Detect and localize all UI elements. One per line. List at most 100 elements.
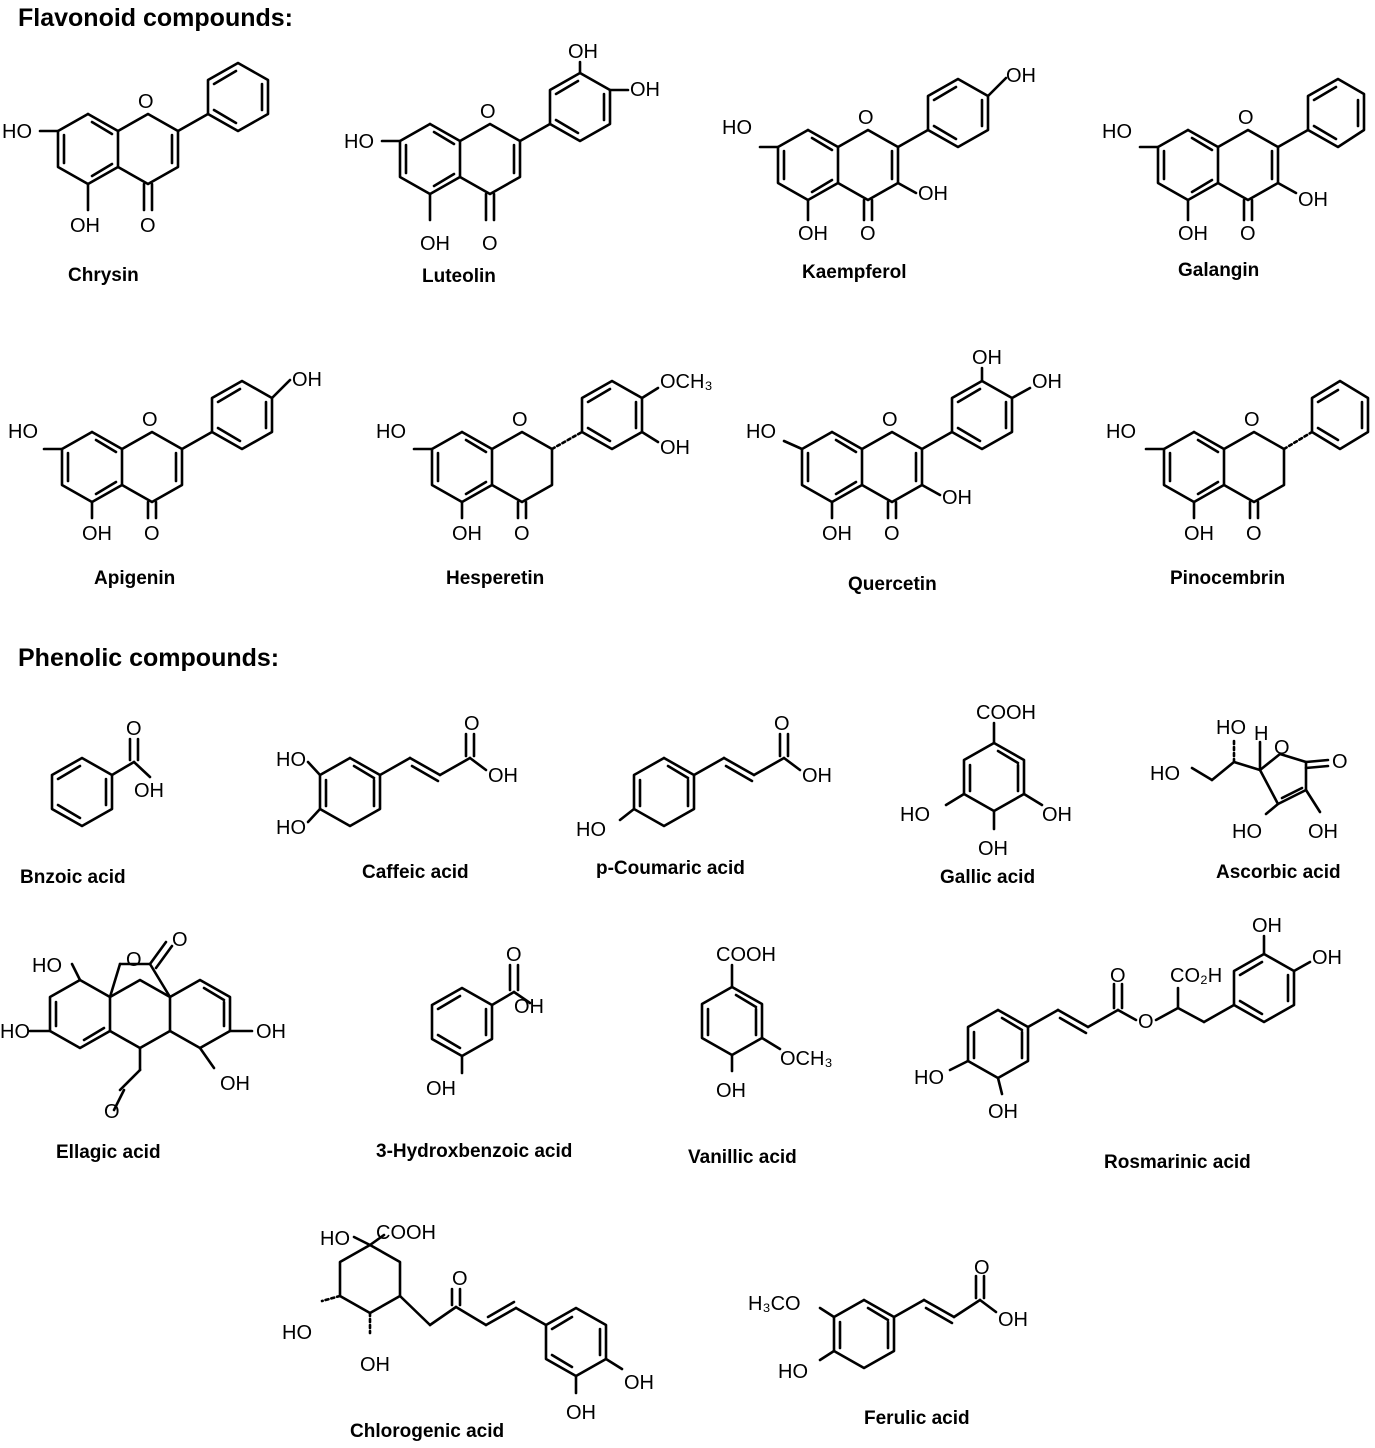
- ellagic-acid-oh-right: OH: [256, 1021, 286, 1043]
- compound-name-chlorogenic-acid: Chlorogenic acid: [350, 1421, 505, 1442]
- ascorbic-acid-lactone-o: O: [1332, 751, 1348, 773]
- hesperetin-oh-3p: OH: [660, 437, 690, 459]
- vanillic-acid-och3: OCH₃: [780, 1048, 833, 1070]
- chlorogenic-acid-oh-4p: OH: [624, 1372, 654, 1394]
- compound-name-luteolin: Luteolin: [422, 266, 496, 287]
- gallic-acid-oh-5: OH: [1042, 804, 1072, 826]
- hesperetin-oh-5: OH: [452, 523, 482, 545]
- ferulic-acid-ho: HO: [778, 1361, 808, 1383]
- kaempferol-ho-7: HO: [722, 117, 752, 139]
- ascorbic-acid-oh-ring: OH: [1308, 821, 1338, 843]
- vanillic-acid-oh: OH: [716, 1080, 746, 1102]
- compound-name-pinocembrin: Pinocembrin: [1170, 568, 1286, 589]
- compound-ascorbic-acid: HO H O O HO HO OH Ascorbic acid: [1148, 710, 1375, 890]
- benzoic-acid-carbonyl-o: O: [126, 718, 142, 740]
- ellagic-acid-ho-top: HO: [32, 955, 62, 977]
- vanillic-acid-structure: COOH OCH₃ OH: [700, 944, 833, 1102]
- quercetin-oh-3p: OH: [972, 347, 1002, 369]
- gallic-acid-oh-4: OH: [978, 838, 1008, 860]
- rosmarinic-acid-ho: HO: [914, 1067, 944, 1089]
- hesperetin-ring-o: O: [512, 409, 528, 431]
- ascorbic-acid-structure: HO H O O HO HO OH: [1150, 717, 1348, 843]
- compound-quercetin: OH OH OH HO O OH O Quercetin: [740, 340, 1100, 600]
- compound-chrysin: HO O OH O Chrysin: [0, 60, 320, 290]
- 3-hydroxybenzoic-acid-structure: O OH OH: [426, 944, 544, 1100]
- chlorogenic-acid-ho-5: HO: [282, 1322, 312, 1344]
- rosmarinic-acid-co2h: CO₂H: [1170, 965, 1222, 987]
- ascorbic-acid-ring-o: O: [1274, 737, 1290, 759]
- ellagic-acid-oh-bottom: OH: [220, 1073, 250, 1095]
- rosmarinic-acid-oh-4p: OH: [1312, 947, 1342, 969]
- compound-name-galangin: Galangin: [1178, 260, 1260, 281]
- compound-name-chrysin: Chrysin: [68, 265, 139, 286]
- compound-3-hydroxybenzoic-acid: O OH OH 3-Hydroxbenzoic acid: [370, 935, 650, 1175]
- p-coumaric-acid-oh: OH: [802, 765, 832, 787]
- compound-name-caffeic-acid: Caffeic acid: [362, 862, 469, 883]
- compound-name-ascorbic-acid: Ascorbic acid: [1216, 862, 1341, 883]
- chrysin-oh-5: OH: [70, 215, 100, 237]
- ellagic-acid-structure: O O HO HO OH OH O: [0, 929, 286, 1123]
- vanillic-acid-cooh: COOH: [716, 944, 776, 966]
- p-coumaric-acid-ho: HO: [576, 819, 606, 841]
- ascorbic-acid-ho-chain: HO: [1150, 763, 1180, 785]
- pinocembrin-ring-o: O: [1244, 409, 1260, 431]
- caffeic-acid-ho-3: HO: [276, 749, 306, 771]
- apigenin-ho-7: HO: [8, 421, 38, 443]
- quercetin-ho-7: HO: [746, 421, 776, 443]
- quercetin-oh-4p: OH: [1032, 371, 1062, 393]
- apigenin-keto-o: O: [144, 523, 160, 545]
- chlorogenic-acid-oh-3p: OH: [566, 1402, 596, 1424]
- quercetin-structure: OH OH OH HO O OH O: [746, 347, 1062, 545]
- luteolin-ring-o: O: [480, 101, 496, 123]
- chrysin-structure: HO O OH O: [2, 61, 270, 237]
- rosmarinic-acid-carbonyl-o: O: [1110, 965, 1126, 987]
- apigenin-oh-4p: OH: [292, 369, 322, 391]
- phenolic-section-title: Phenolic compounds:: [18, 644, 280, 672]
- compound-caffeic-acid: O OH HO HO Caffeic acid: [270, 710, 560, 890]
- ferulic-acid-structure: O OH H₃CO HO: [748, 1257, 1028, 1383]
- luteolin-structure: OH OH HO O OH O: [344, 41, 660, 255]
- chlorogenic-acid-oh-4: OH: [360, 1354, 390, 1376]
- kaempferol-structure: OH OH HO O OH O: [722, 65, 1036, 245]
- caffeic-acid-carbonyl-o: O: [464, 713, 480, 735]
- compound-hesperetin: OCH₃ OH HO O OH O Hesperetin: [370, 360, 730, 600]
- compound-name-ferulic-acid: Ferulic acid: [864, 1408, 970, 1429]
- pinocembrin-structure: HO O OH O: [1106, 379, 1370, 545]
- quercetin-keto-o: O: [884, 523, 900, 545]
- ellagic-acid-carbonyl-o: O: [172, 929, 188, 951]
- rosmarinic-acid-structure: O O CO₂H OH OH HO OH: [914, 915, 1342, 1123]
- chlorogenic-acid-cooh: COOH: [376, 1222, 436, 1244]
- rosmarinic-acid-oh-3p: OH: [1252, 915, 1282, 937]
- compound-galangin: OH HO O OH O Galangin: [1098, 60, 1375, 290]
- hesperetin-och3: OCH₃: [660, 371, 713, 393]
- galangin-ho-7: HO: [1102, 121, 1132, 143]
- compound-luteolin: OH OH HO O OH O Luteolin: [340, 40, 700, 290]
- ascorbic-acid-ho-ring: HO: [1232, 821, 1262, 843]
- luteolin-oh-3p: OH: [568, 41, 598, 63]
- 3-hydroxybenzoic-acid-oh: OH: [514, 996, 544, 1018]
- galangin-ring-o: O: [1238, 107, 1254, 129]
- gallic-acid-ho: HO: [900, 804, 930, 826]
- ferulic-acid-h3co: H₃CO: [748, 1293, 801, 1315]
- caffeic-acid-ho-4: HO: [276, 817, 306, 839]
- hesperetin-ho-7: HO: [376, 421, 406, 443]
- luteolin-keto-o: O: [482, 233, 498, 255]
- kaempferol-ring-o: O: [858, 107, 874, 129]
- compound-name-rosmarinic-acid: Rosmarinic acid: [1104, 1152, 1251, 1173]
- gallic-acid-cooh: COOH: [976, 702, 1036, 724]
- rosmarinic-acid-ester-o: O: [1138, 1011, 1154, 1033]
- galangin-keto-o: O: [1240, 223, 1256, 245]
- benzoic-acid-oh: OH: [134, 780, 164, 802]
- p-coumaric-acid-carbonyl-o: O: [774, 713, 790, 735]
- apigenin-ring-o: O: [142, 409, 158, 431]
- compound-name-gallic-acid: Gallic acid: [940, 867, 1036, 888]
- compound-name-apigenin: Apigenin: [94, 568, 176, 589]
- kaempferol-keto-o: O: [860, 223, 876, 245]
- p-coumaric-acid-structure: O OH HO: [576, 713, 832, 841]
- ascorbic-acid-h: H: [1254, 723, 1268, 745]
- luteolin-oh-5: OH: [420, 233, 450, 255]
- 3-hydroxybenzoic-acid-carbonyl-o: O: [506, 944, 522, 966]
- quercetin-ring-o: O: [882, 409, 898, 431]
- compound-name-hesperetin: Hesperetin: [446, 568, 545, 589]
- hesperetin-keto-o: O: [514, 523, 530, 545]
